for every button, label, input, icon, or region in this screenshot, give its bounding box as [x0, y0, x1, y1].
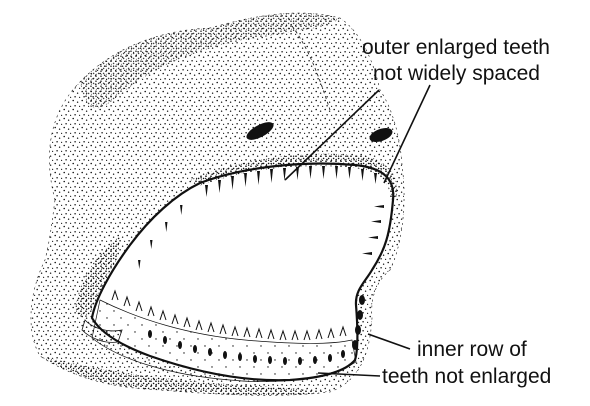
- outer-teeth-label-line1: outer enlarged teeth: [362, 35, 550, 61]
- leader-line-inner-teeth: [368, 334, 410, 349]
- inner-teeth-label-line2: teeth not enlarged: [382, 364, 551, 390]
- inner-teeth-label-line1: inner row of: [417, 337, 527, 363]
- outer-teeth-label-line2: not widely spaced: [373, 61, 540, 87]
